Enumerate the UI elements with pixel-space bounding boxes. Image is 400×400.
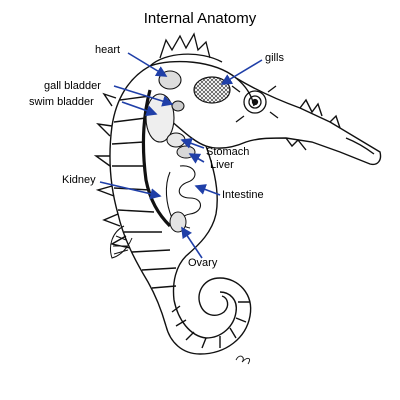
label-heart: heart	[95, 44, 121, 56]
arrow-stomach	[180, 138, 205, 149]
seahorse-tail	[165, 277, 252, 355]
arrow-gall-bladder	[113, 85, 174, 107]
arrow-heart	[127, 52, 168, 77]
seahorse-fin	[110, 225, 133, 259]
label-liver: Liver	[210, 159, 234, 171]
label-intestine: Intestine	[222, 189, 264, 201]
arrow-swim-bladder	[121, 101, 158, 117]
arrow-kidney	[99, 181, 162, 200]
seahorse-body	[93, 65, 218, 327]
gall-bladder-organ	[171, 100, 185, 112]
arrow-gills	[220, 59, 263, 85]
seahorse-eye	[231, 85, 279, 123]
label-gall-bladder: gall bladder	[44, 80, 101, 92]
arrow-intestine	[194, 184, 221, 196]
gills-organ	[193, 76, 231, 104]
leader-arrows	[99, 52, 263, 259]
seahorse-crown	[149, 32, 223, 67]
diagram-title: Internal Anatomy	[143, 10, 257, 27]
label-stomach: Stomach	[206, 146, 250, 158]
arrow-ovary	[181, 226, 203, 259]
label-swim-bladder: swim bladder	[29, 96, 94, 108]
internal-organs	[141, 70, 202, 233]
artist-signature	[235, 355, 251, 365]
label-ovary: Ovary	[188, 257, 218, 269]
label-kidney: Kidney	[62, 174, 96, 186]
arrow-liver	[188, 153, 205, 164]
label-gills: gills	[265, 52, 284, 64]
